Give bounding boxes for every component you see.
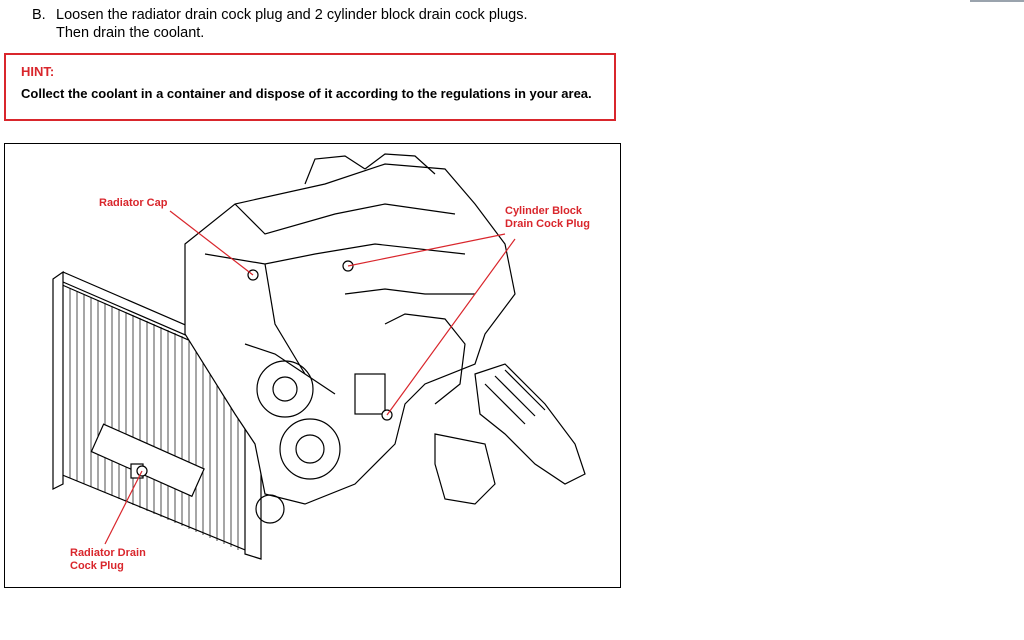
callout-radiator-drain-line-2: Cock Plug xyxy=(70,560,124,572)
hint-title: HINT: xyxy=(21,64,55,79)
engine-illustration: Radiator Cap Cylinder Block Drain Cock P… xyxy=(4,143,621,588)
engine-drawing xyxy=(52,153,586,560)
callout-radiator-drain: Radiator Drain Cock Plug xyxy=(70,547,146,573)
callout-radiator-cap: Radiator Cap xyxy=(99,197,168,209)
step-text-line-2: Then drain the coolant. xyxy=(56,25,205,41)
exhaust-pipe xyxy=(434,363,586,505)
callout-cylinder-block-line-1: Cylinder Block xyxy=(505,205,583,217)
cylinder-plug-leader-2 xyxy=(386,238,516,416)
callout-cylinder-block-drain: Cylinder Block Drain Cock Plug xyxy=(505,205,590,231)
radiator-cap-leader xyxy=(169,210,254,276)
step-text: Loosen the radiator drain cock plug and … xyxy=(56,6,616,42)
callout-cylinder-block-line-2: Drain Cock Plug xyxy=(505,218,590,230)
callout-radiator-drain-line-1: Radiator Drain xyxy=(70,547,146,559)
hint-body: Collect the coolant in a container and d… xyxy=(21,86,592,101)
cylinder-plug-leader-1 xyxy=(347,233,506,267)
radiator-drain-leader xyxy=(104,470,143,545)
hint-box: HINT: Collect the coolant in a container… xyxy=(4,53,616,121)
step-text-line-1: Loosen the radiator drain cock plug and … xyxy=(56,7,528,23)
corner-scroll-indicator xyxy=(970,0,1024,2)
step-letter: B. xyxy=(32,7,46,23)
